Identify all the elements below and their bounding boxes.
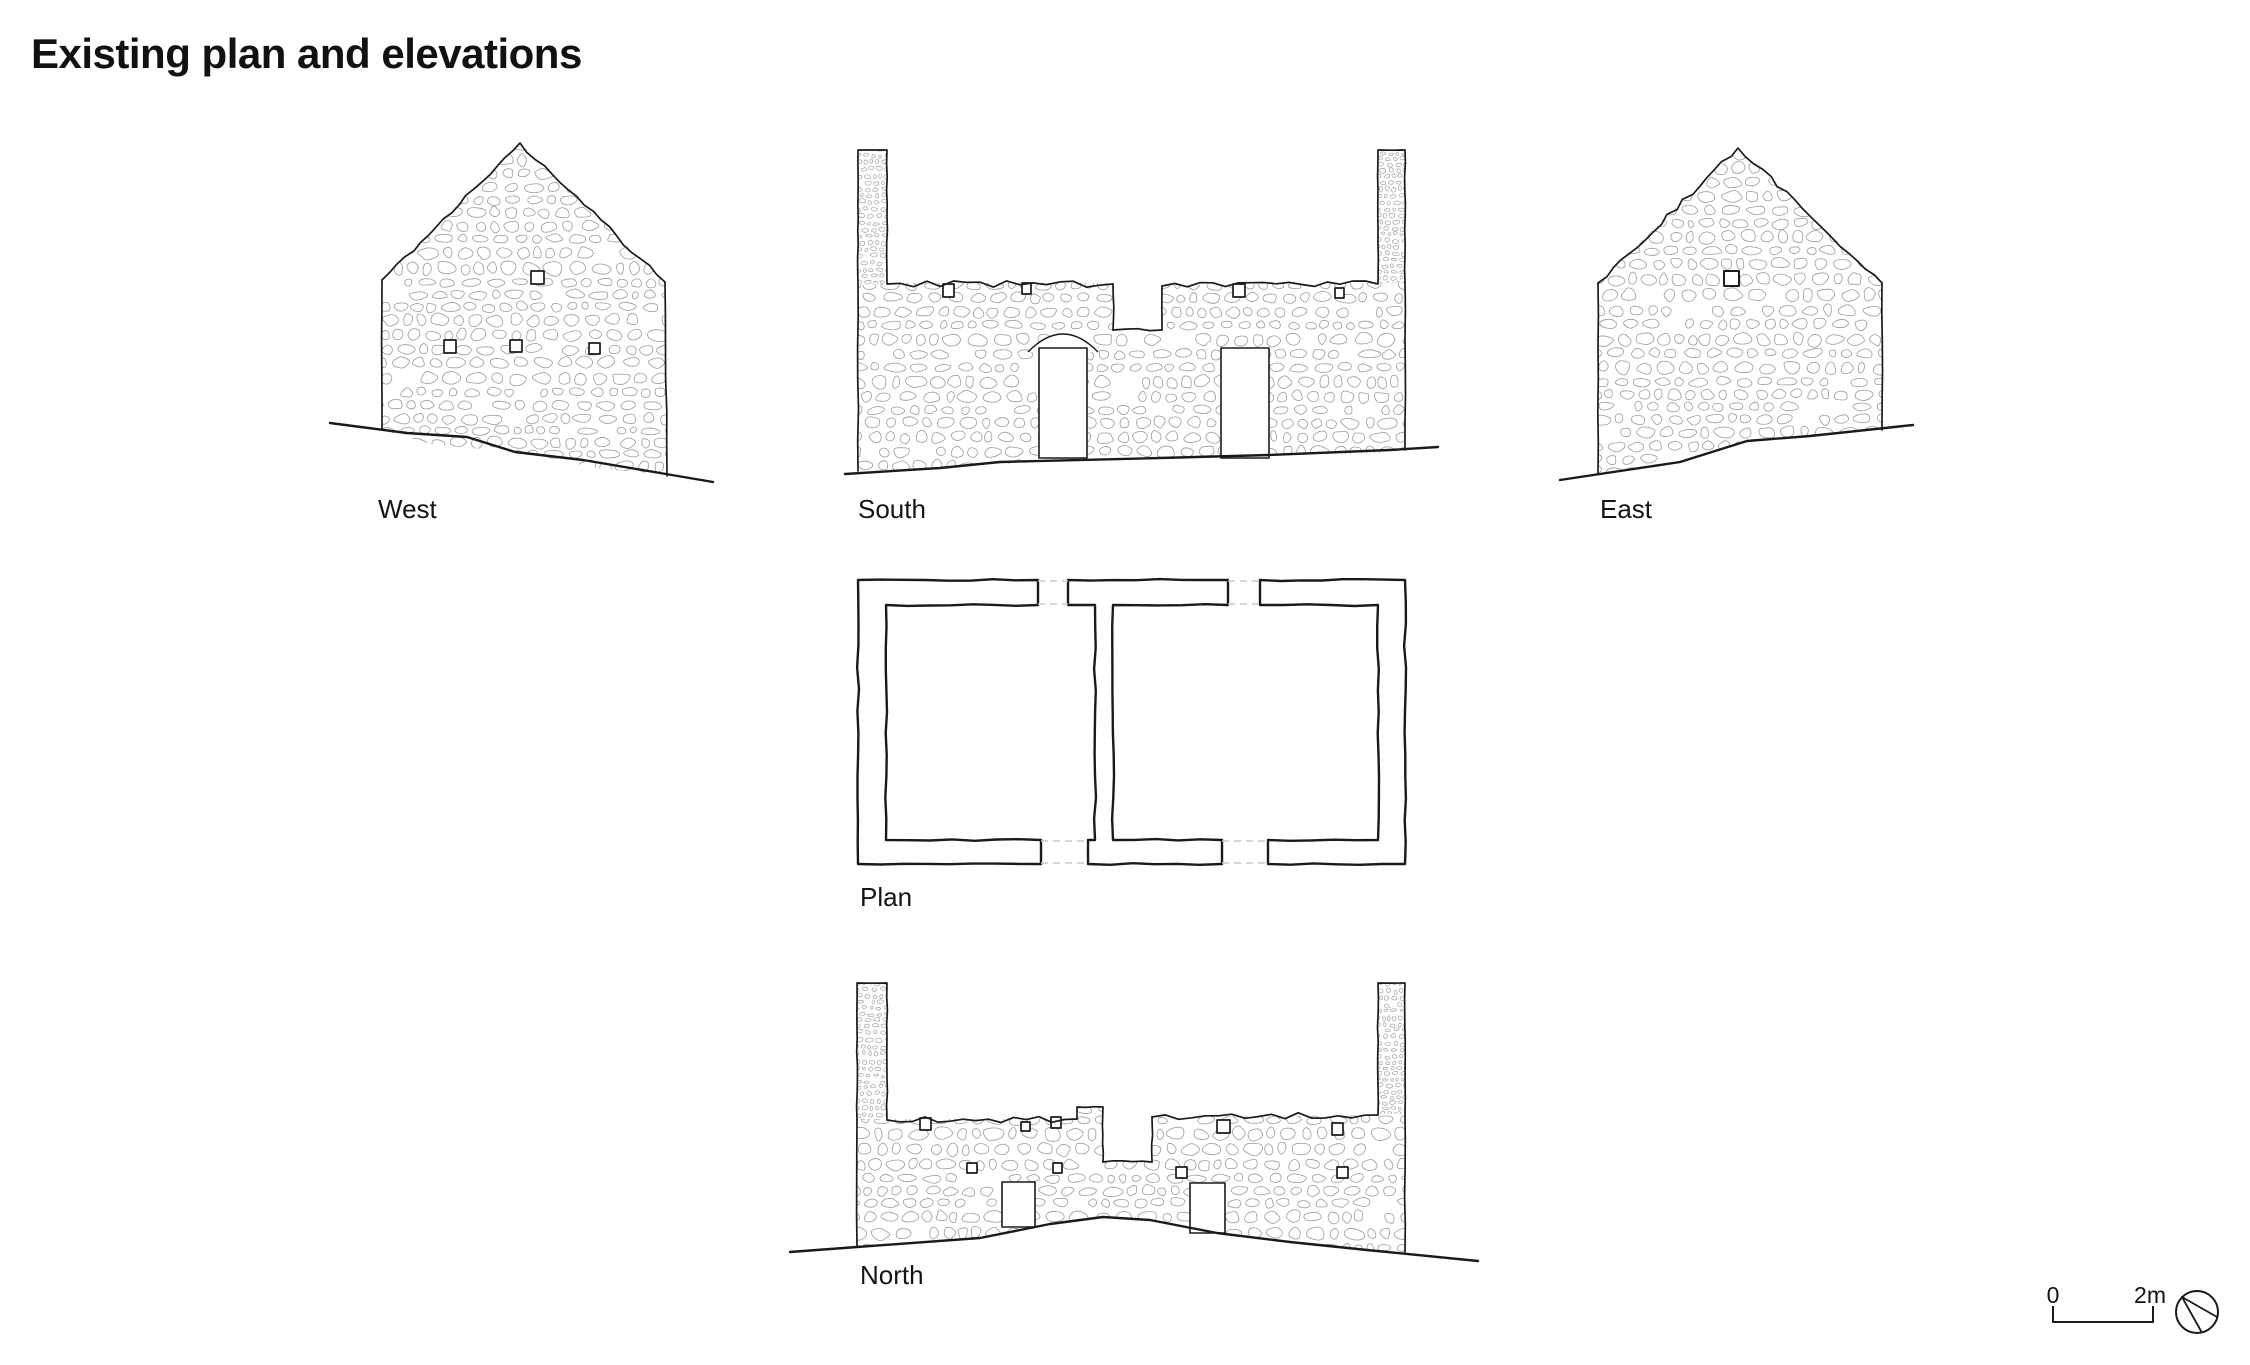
south-elevation-drawing xyxy=(843,149,1440,476)
north-elevation-label: North xyxy=(860,1260,924,1290)
north-arrow-icon xyxy=(2175,1290,2219,1334)
floor-plan-label: Plan xyxy=(860,882,913,912)
page-title: Existing plan and elevations xyxy=(31,30,582,77)
scale-bar-end-label: 2m xyxy=(2134,1282,2166,1308)
west-elevation-drawing xyxy=(328,142,715,484)
east-elevation-drawing xyxy=(1558,147,1915,482)
scale-bar xyxy=(2052,1306,2154,1323)
east-elevation-label: East xyxy=(1600,494,1653,524)
west-elevation-label: West xyxy=(378,494,437,524)
south-elevation-label: South xyxy=(858,494,926,524)
floor-plan-drawing xyxy=(855,577,1408,866)
scale-bar-start-label: 0 xyxy=(2046,1282,2060,1308)
north-elevation-drawing xyxy=(788,982,1480,1263)
